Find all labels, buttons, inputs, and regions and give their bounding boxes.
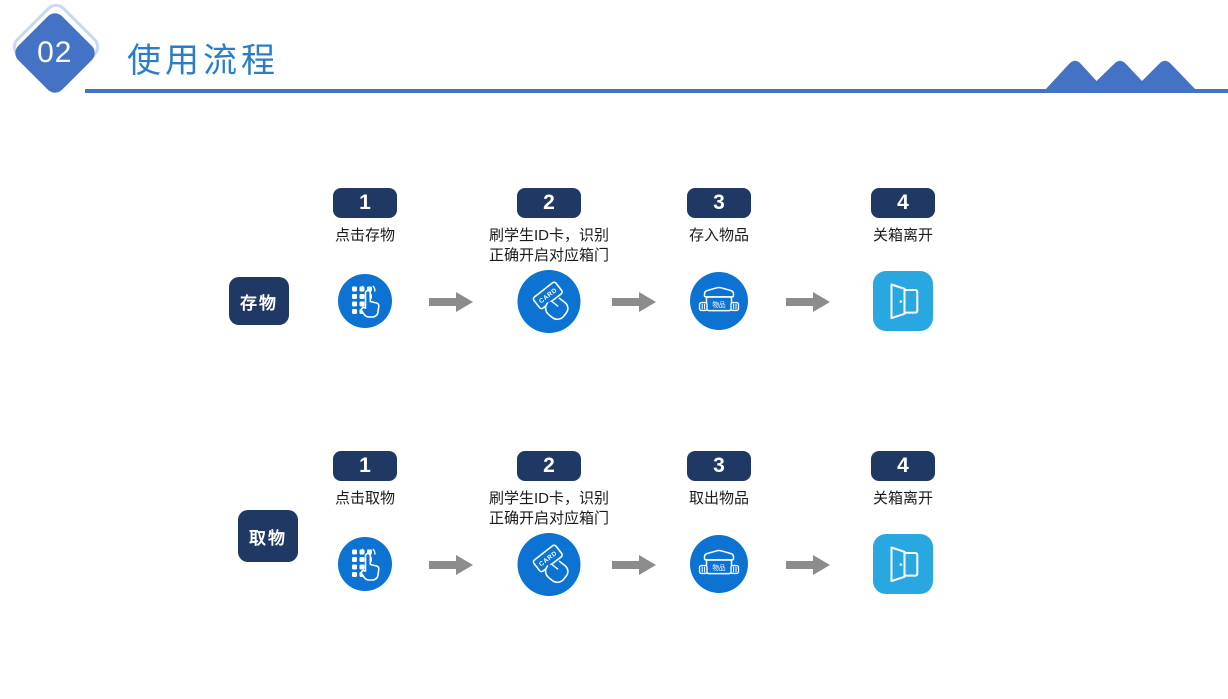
row-label-retrieve: 取物: [238, 510, 298, 562]
section-badge: 02: [11, 9, 99, 97]
item-box-icon: 物品: [690, 535, 748, 593]
flow-row-retrieve: 取物 1 点击取物 2 刷学生ID卡，识别 正确开启对应箱门: [0, 451, 1228, 621]
store-step-2: 2 刷学生ID卡，识别 正确开启对应箱门 CARD: [459, 188, 639, 333]
box-text: 物品: [712, 300, 726, 309]
item-box-icon: 物品: [690, 272, 748, 330]
id-card-swipe-icon: CARD: [517, 270, 581, 333]
flow-row-store: 存物 1 点击存物 2 刷学生ID卡，识别 正确开启对应箱门: [0, 188, 1228, 358]
mountains-decoration-icon: [1045, 60, 1196, 90]
flow-arrow-icon: [612, 555, 656, 575]
box-text: 物品: [712, 563, 726, 572]
retrieve-step-1: 1 点击取物: [275, 451, 455, 591]
id-card-swipe-icon: CARD: [517, 533, 581, 596]
open-door-icon: [873, 534, 933, 594]
flow-arrow-icon: [786, 555, 830, 575]
step-caption: 关箱离开: [872, 227, 933, 244]
step-number-badge: 3: [687, 188, 751, 218]
flow-arrow-icon: [786, 292, 830, 312]
flow-arrow-icon: [429, 555, 473, 575]
row-label-store: 存物: [229, 277, 289, 325]
flow-arrow-icon: [429, 292, 473, 312]
step-caption: 存入物品: [688, 227, 749, 244]
step-number-badge: 1: [333, 451, 397, 481]
section-number: 02: [37, 36, 73, 69]
step-caption: 刷学生ID卡，识别 正确开启对应箱门: [488, 227, 609, 264]
open-door-icon: [873, 271, 933, 331]
step-caption: 关箱离开: [872, 490, 933, 507]
store-step-3: 3 存入物品 物品: [629, 188, 809, 330]
retrieve-step-3: 3 取出物品 物品: [629, 451, 809, 593]
step-number-badge: 3: [687, 451, 751, 481]
retrieve-step-4: 4 关箱离开: [813, 451, 993, 594]
store-step-1: 1 点击存物: [275, 188, 455, 328]
step-number-badge: 2: [517, 188, 581, 218]
step-caption: 取出物品: [688, 490, 749, 507]
keypad-press-icon: [338, 537, 392, 591]
page-title: 使用流程: [127, 42, 279, 80]
step-number-badge: 4: [871, 188, 935, 218]
retrieve-step-2: 2 刷学生ID卡，识别 正确开启对应箱门 CARD: [459, 451, 639, 596]
step-caption: 点击取物: [334, 490, 395, 507]
header-underline: [85, 89, 1228, 93]
step-number-badge: 2: [517, 451, 581, 481]
keypad-press-icon: [338, 274, 392, 328]
store-step-4: 4 关箱离开: [813, 188, 993, 331]
flow-arrow-icon: [612, 292, 656, 312]
step-number-badge: 1: [333, 188, 397, 218]
step-caption: 点击存物: [334, 227, 395, 244]
step-number-badge: 4: [871, 451, 935, 481]
step-caption: 刷学生ID卡，识别 正确开启对应箱门: [488, 490, 609, 527]
